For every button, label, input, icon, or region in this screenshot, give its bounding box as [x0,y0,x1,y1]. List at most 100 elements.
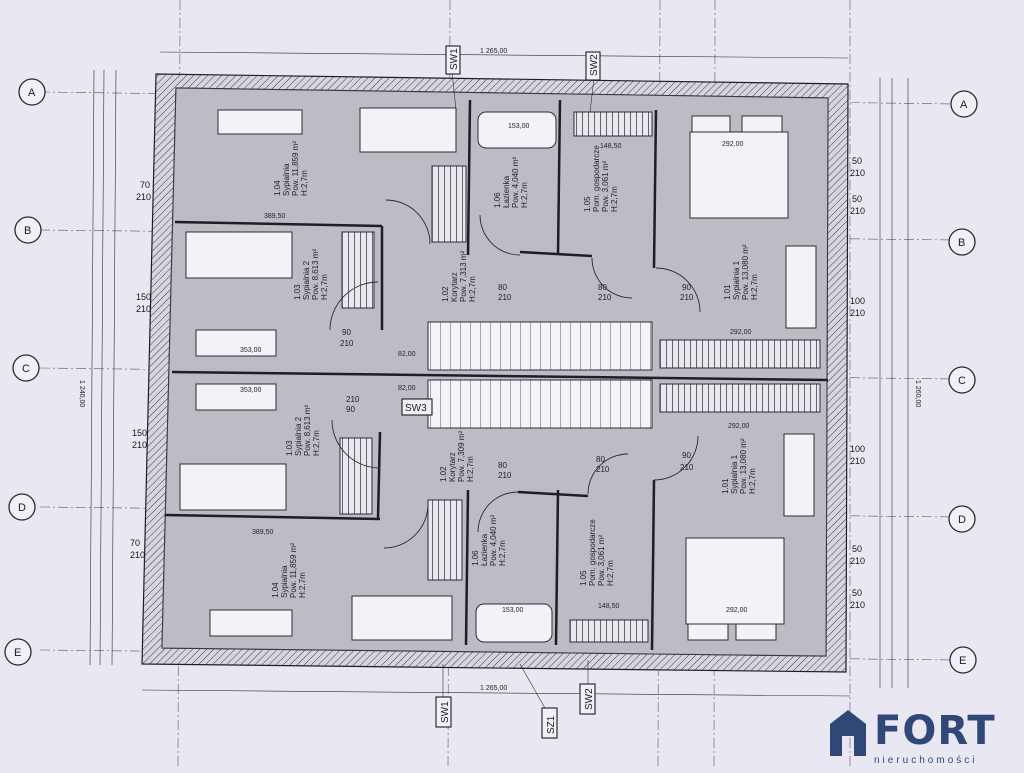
axis-marker-e-right: E [949,646,977,674]
svg-text:Sypialnia 1: Sypialnia 1 [732,260,741,300]
svg-text:292,00: 292,00 [730,329,752,336]
room-label-1-06-top: 1.06 Łazienka Pow. 4,040 m² H:2,7m [493,157,529,208]
svg-text:Sypialnia 2: Sypialnia 2 [294,416,303,456]
interior-walls [164,99,829,651]
svg-text:210: 210 [136,304,151,314]
svg-text:H:2,7m: H:2,7m [750,274,759,300]
svg-text:90: 90 [682,283,691,292]
svg-text:Sypialnia: Sypialnia [280,565,289,598]
svg-text:SZ1: SZ1 [546,715,557,734]
room-label-1-06-bottom: 1.06 Łazienka Pow. 4,040 m² H:2,7m [471,515,507,566]
svg-text:D: D [958,514,966,526]
bed-top [689,131,789,219]
svg-text:1.03: 1.03 [293,284,302,300]
wardrobe-room-2-top [341,231,375,309]
svg-text:Sypialnia: Sypialnia [282,163,291,196]
svg-text:50: 50 [852,544,862,554]
room-label-1-04-top: 1.04 Sypialnia Pow. 11,859 m² H:2,7m [273,141,309,196]
wardrobe-lower [659,383,821,413]
svg-text:1.02: 1.02 [439,466,448,482]
svg-text:Pow. 13,080 m²: Pow. 13,080 m² [739,438,748,494]
left-total-dimension: 1 240,00 [78,380,85,407]
svg-text:100: 100 [850,444,865,454]
svg-text:Pow. 8,613 m²: Pow. 8,613 m² [311,249,320,300]
svg-text:Sypialnia 2: Sypialnia 2 [302,260,311,300]
room-label-1-01-bottom: 1.01 Sypialnia 1 Pow. 13,080 m² H:2,7m [721,438,757,494]
axis-markers-right: A B C D E [948,90,978,674]
svg-text:H:2,7m: H:2,7m [300,170,309,196]
room-label-1-03-bottom: 1.03 Sypialnia 2 Pow. 8,613 m² H:2,7m [285,405,321,456]
svg-text:E: E [14,647,21,659]
tag-sz1: SZ1 [541,707,558,739]
svg-text:Pom. gospodarcze: Pom. gospodarcze [592,145,601,212]
svg-text:210: 210 [340,339,354,348]
room-dimensions: 389,50 353,00 353,00 389,50 292,00 292,0… [240,123,752,614]
svg-text:SW2: SW2 [584,688,595,710]
svg-text:Pow. 4,040 m²: Pow. 4,040 m² [489,515,498,566]
svg-text:80: 80 [598,283,607,292]
svg-text:100: 100 [850,296,865,306]
svg-text:A: A [960,99,968,111]
svg-text:50: 50 [852,588,862,598]
svg-text:1.05: 1.05 [583,196,592,212]
svg-text:210: 210 [498,293,512,302]
house-icon [830,710,866,756]
svg-text:80: 80 [596,455,605,464]
bed-bottom [685,537,785,625]
desk-room-1-top [785,245,817,329]
svg-text:H:2,7m: H:2,7m [606,560,615,586]
svg-text:1.06: 1.06 [493,192,502,208]
svg-text:210: 210 [850,206,865,216]
svg-text:H:2,7m: H:2,7m [312,430,321,456]
room-label-1-03-top: 1.03 Sypialnia 2 Pow. 8,613 m² H:2,7m [293,249,329,300]
svg-text:Pow. 7,313 m²: Pow. 7,313 m² [459,251,468,302]
svg-text:SW2: SW2 [589,54,600,76]
svg-text:389,50: 389,50 [252,529,274,536]
svg-text:150: 150 [132,428,147,438]
svg-text:1.01: 1.01 [721,478,730,494]
wardrobe-upper [659,339,821,369]
svg-text:210: 210 [850,600,865,610]
svg-text:389,50: 389,50 [264,213,286,220]
door-swings [329,199,701,549]
svg-text:H:2,7m: H:2,7m [610,186,619,212]
svg-text:A: A [28,87,36,99]
svg-text:H:2,7m: H:2,7m [320,274,329,300]
svg-text:B: B [958,237,965,249]
bed-room-2-bottom [179,463,287,511]
svg-text:SW1: SW1 [440,701,451,723]
svg-text:Pow. 7,309 m²: Pow. 7,309 m² [457,431,466,482]
svg-text:Pow. 4,040 m²: Pow. 4,040 m² [511,157,520,208]
svg-text:292,00: 292,00 [726,607,748,614]
svg-text:80: 80 [498,461,507,470]
bed-room-2-top [185,231,293,279]
svg-text:H:2,7m: H:2,7m [298,572,307,598]
svg-text:Pom. gospodarcze: Pom. gospodarcze [588,519,597,586]
svg-text:210: 210 [680,463,694,472]
svg-text:Korytarz: Korytarz [450,272,459,302]
svg-text:1.05: 1.05 [579,570,588,586]
svg-text:1.04: 1.04 [271,582,280,598]
svg-text:SW3: SW3 [405,403,427,414]
axis-marker-e-left: E [4,638,32,666]
svg-text:210: 210 [680,293,694,302]
svg-text:1.02: 1.02 [441,286,450,302]
room-label-1-04-bottom: 1.04 Sypialnia Pow. 11,859 m² H:2,7m [271,543,307,598]
svg-text:210: 210 [136,192,151,202]
furniture [179,107,817,643]
room-label-1-02-top: 1.02 Korytarz Pow. 7,313 m² H:2,7m [441,251,477,302]
shelves-utility-bottom [569,619,649,643]
svg-text:50: 50 [852,156,862,166]
svg-text:Sypialnia 1: Sypialnia 1 [730,454,739,494]
tag-sw1-bottom: SW1 [435,696,452,728]
svg-text:Pow. 3,061 m²: Pow. 3,061 m² [597,535,606,586]
axis-marker-d-right: D [948,505,976,533]
axis-markers-left: A B C D E [4,78,46,666]
svg-text:210: 210 [596,465,610,474]
svg-text:H:2,7m: H:2,7m [520,182,529,208]
axis-marker-c-right: C [948,366,976,394]
svg-text:C: C [22,363,30,375]
svg-text:353,00: 353,00 [240,347,262,354]
